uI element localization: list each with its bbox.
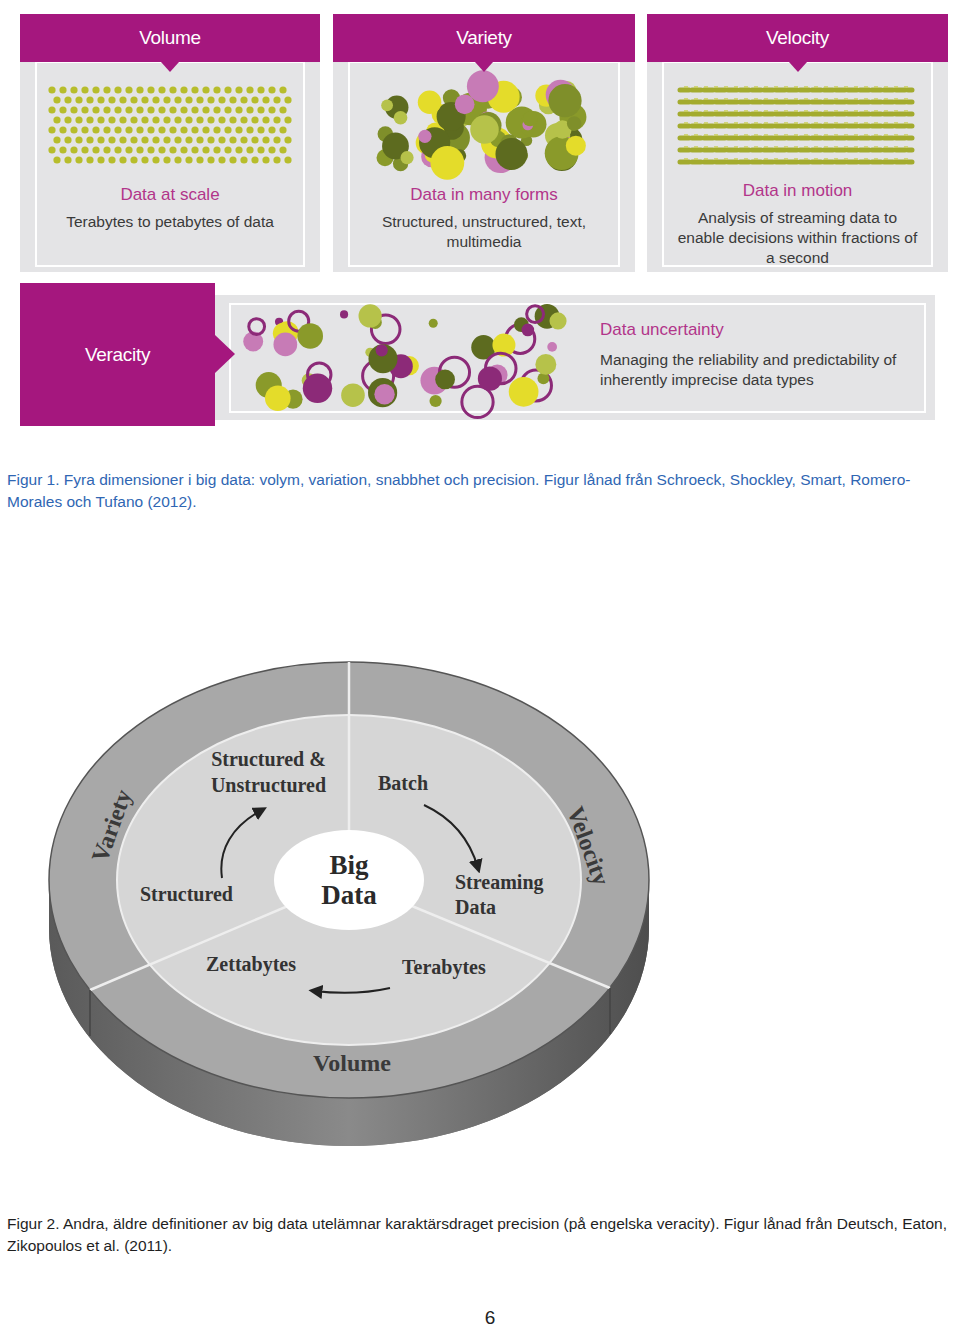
- uncertainty-panel: Data uncertaintyManaging the reliability…: [215, 295, 935, 420]
- ring-label: Volume: [313, 1050, 391, 1077]
- panel-ground: [20, 14, 320, 272]
- panel-ground: [215, 295, 935, 420]
- dimension-panel: VolumeData at scaleTerabytes to petabyte…: [20, 14, 320, 272]
- sector-label: Structured: [140, 883, 255, 906]
- panel-ground: [333, 14, 635, 272]
- panel-title: Data uncertainty: [600, 319, 920, 341]
- centre-label: Big Data: [309, 850, 389, 910]
- panel-frame: [36, 62, 304, 266]
- panel-body: Analysis of streaming data to enable dec…: [647, 208, 948, 268]
- panel-ground: [647, 14, 948, 272]
- panel-header: Velocity: [647, 14, 948, 62]
- panel-frame: [230, 304, 925, 412]
- panel-body: Structured, unstructured, text, multimed…: [333, 212, 635, 252]
- panel-body: Managing the reliability and predictabil…: [600, 350, 920, 390]
- sector-label: Structured & Unstructured: [196, 746, 341, 798]
- sector-label: Zettabytes: [206, 953, 316, 976]
- figure-caption: Figur 1. Fyra dimensioner i big data: vo…: [7, 469, 953, 513]
- centre-ellipse: Big Data: [274, 830, 424, 930]
- dimension-panel: VarietyData in many formsStructured, uns…: [333, 14, 635, 272]
- panel-header: Variety: [333, 14, 635, 62]
- header-pointer: [475, 62, 493, 72]
- veracity-label: Veracity: [85, 344, 150, 366]
- veracity-box: Veracity: [20, 283, 215, 426]
- panel-title: Data in motion: [647, 180, 948, 202]
- disc: [49, 662, 649, 1146]
- dimension-panel: VelocityData in motionAnalysis of stream…: [647, 14, 948, 272]
- header-pointer: [161, 62, 179, 72]
- sector-label: Streaming Data: [455, 870, 565, 920]
- veracity-pointer: [215, 335, 235, 373]
- page-number: 6: [470, 1307, 510, 1329]
- uncertainty-text: Data uncertaintyManaging the reliability…: [600, 319, 920, 390]
- sector-label: Batch: [378, 772, 448, 795]
- figure-caption: Figur 2. Andra, äldre definitioner av bi…: [7, 1213, 953, 1257]
- header-pointer: [789, 62, 807, 72]
- panel-title: Data in many forms: [333, 184, 635, 206]
- panel-header: Volume: [20, 14, 320, 62]
- panel-title: Data at scale: [20, 184, 320, 206]
- panel-body: Terabytes to petabytes of data: [20, 212, 320, 232]
- sector-label: Terabytes: [402, 956, 507, 979]
